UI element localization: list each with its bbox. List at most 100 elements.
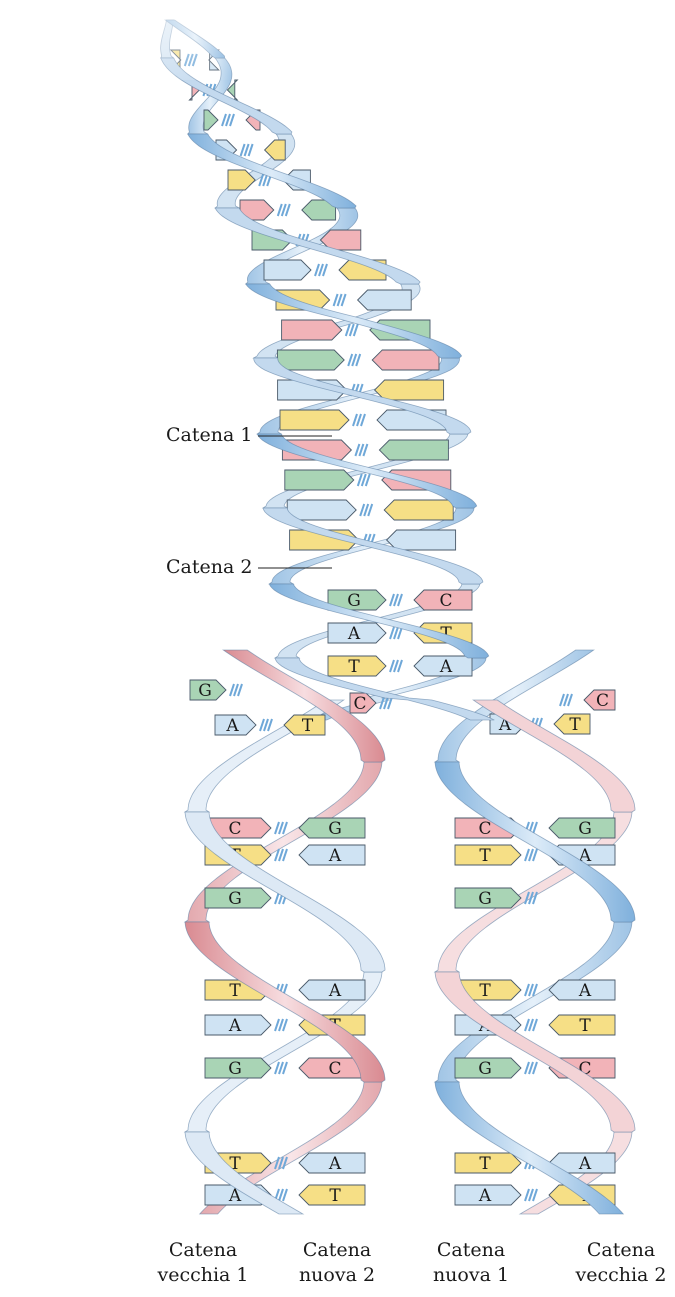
h-bond-tick	[354, 324, 358, 336]
h-bond-tick	[315, 264, 319, 276]
h-bond-tick	[245, 144, 249, 156]
h-bond-tick	[564, 694, 568, 706]
base-letter: A	[578, 981, 592, 1001]
base-none	[372, 350, 439, 370]
h-bond-tick	[334, 294, 338, 306]
h-bond-tick	[283, 1189, 287, 1201]
old-strand-1-label-line2: vecchia 1	[138, 1263, 268, 1288]
base-letter: C	[596, 691, 609, 711]
h-bond-tick	[264, 719, 268, 731]
h-bond-tick	[357, 414, 361, 426]
old-strand-1-label: Catena vecchia 1	[138, 1238, 268, 1288]
base-letter: G	[478, 889, 492, 909]
h-bond-tick	[363, 444, 367, 456]
h-bond-tick	[533, 822, 537, 834]
base-letter: C	[478, 819, 491, 839]
base-letter: A	[328, 981, 342, 1001]
h-bond-tick	[348, 354, 352, 366]
base-letter: C	[439, 591, 452, 611]
base-letter: C	[328, 1059, 341, 1079]
old-strand-1-label-line1: Catena	[138, 1238, 268, 1263]
base-letter: T	[479, 846, 491, 866]
h-bond-tick	[319, 264, 323, 276]
h-bond-tick	[529, 1189, 533, 1201]
h-bond-tick	[525, 1062, 529, 1074]
h-bond-tick	[525, 849, 529, 861]
h-bond-tick	[398, 594, 402, 606]
h-bond-tick	[560, 694, 564, 706]
left-daughter-pair: GC	[205, 1058, 365, 1079]
base-letter: A	[478, 1186, 492, 1206]
base-none	[280, 410, 349, 430]
base-none	[285, 470, 354, 490]
h-bond-tick	[283, 849, 287, 861]
h-bond-tick	[533, 1189, 537, 1201]
h-bond-tick	[230, 114, 234, 126]
base-none	[282, 320, 342, 340]
h-bond-tick	[226, 114, 230, 126]
new-strand-2-label: Catena nuova 2	[272, 1238, 402, 1288]
new-strand-1-label-line1: Catena	[406, 1238, 536, 1263]
parental-labelled-pair: GC	[328, 590, 472, 611]
base-none	[204, 110, 218, 130]
h-bond-tick	[390, 594, 394, 606]
h-bond-tick	[361, 414, 365, 426]
h-bond-tick	[364, 504, 368, 516]
h-bond-tick	[568, 694, 572, 706]
base-letter: C	[353, 694, 366, 714]
h-bond-tick	[533, 1062, 537, 1074]
h-bond-tick	[390, 627, 394, 639]
new-strand-1-label-line2: nuova 1	[406, 1263, 536, 1288]
parental-base-pair	[277, 350, 439, 370]
top-tail-fade	[0, 0, 260, 80]
h-bond-tick	[368, 504, 372, 516]
top-fade-layer	[0, 0, 332, 568]
base-letter: T	[479, 1154, 491, 1174]
h-bond-tick	[279, 1019, 283, 1031]
h-bond-tick	[283, 822, 287, 834]
base-letter: G	[198, 681, 212, 701]
h-bond-tick	[323, 264, 327, 276]
base-letter: G	[228, 1059, 242, 1079]
parental-base-pair	[287, 500, 453, 520]
h-bond-tick	[283, 1062, 287, 1074]
right-daughter-pair: TA	[455, 845, 615, 866]
h-bond-tick	[346, 324, 350, 336]
h-bond-tick	[525, 1189, 529, 1201]
h-bond-tick	[394, 660, 398, 672]
h-bond-tick	[394, 594, 398, 606]
base-none	[384, 500, 453, 520]
h-bond-tick	[279, 822, 283, 834]
h-bond-tick	[529, 984, 533, 996]
h-bond-tick	[398, 660, 402, 672]
base-none	[387, 530, 456, 550]
strand-2-label: Catena 2	[166, 556, 252, 578]
h-bond-tick	[282, 204, 286, 216]
h-bond-tick	[358, 474, 362, 486]
base-letter: A	[225, 716, 239, 736]
h-bond-tick	[279, 1062, 283, 1074]
base-letter: A	[228, 1016, 242, 1036]
h-bond-tick	[275, 1019, 279, 1031]
h-bond-tick	[525, 984, 529, 996]
old-strand-2-label-line2: vecchia 2	[556, 1263, 675, 1288]
base-letter: G	[328, 819, 342, 839]
h-bond-tick	[279, 849, 283, 861]
base-none	[277, 350, 344, 370]
h-bond-tick	[283, 1019, 287, 1031]
h-bond-tick	[350, 324, 354, 336]
h-bond-tick	[222, 114, 226, 126]
h-bond-tick	[533, 1019, 537, 1031]
h-bond-tick	[268, 719, 272, 731]
base-letter: T	[569, 715, 581, 735]
base-none	[379, 440, 448, 460]
base-none	[287, 500, 356, 520]
base-letter: G	[478, 1059, 492, 1079]
h-bond-tick	[241, 144, 245, 156]
h-bond-tick	[359, 444, 363, 456]
h-bond-tick	[338, 294, 342, 306]
